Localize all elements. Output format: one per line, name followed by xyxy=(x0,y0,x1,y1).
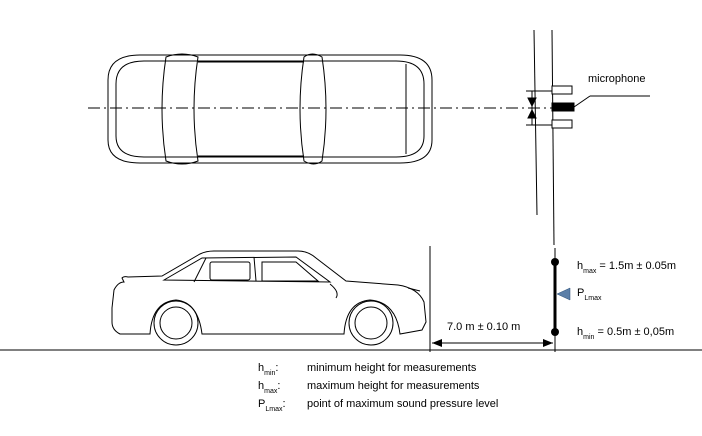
hmin-point xyxy=(551,328,559,336)
car-side-view xyxy=(111,250,427,346)
legend-text-plmax: point of maximum sound pressure level xyxy=(307,398,499,410)
legend-text-hmax: maximum height for measurements xyxy=(307,380,480,392)
hmax-point xyxy=(551,258,559,266)
hmin-label: hmin = 0.5m ± 0,05m xyxy=(577,326,675,341)
plmax-marker xyxy=(556,287,571,301)
car-top-view xyxy=(107,53,433,165)
hmax-label: hmax = 1.5m ± 0.05m xyxy=(577,260,677,275)
plmax-label: PLmax xyxy=(577,287,602,302)
microphone-top-view xyxy=(526,29,650,246)
legend-text-hmin: minimum height for measurements xyxy=(307,362,477,374)
distance-label: 7.0 m ± 0.10 m xyxy=(447,321,521,333)
distance-dimension xyxy=(432,339,553,347)
microphone-label: microphone xyxy=(588,73,646,85)
